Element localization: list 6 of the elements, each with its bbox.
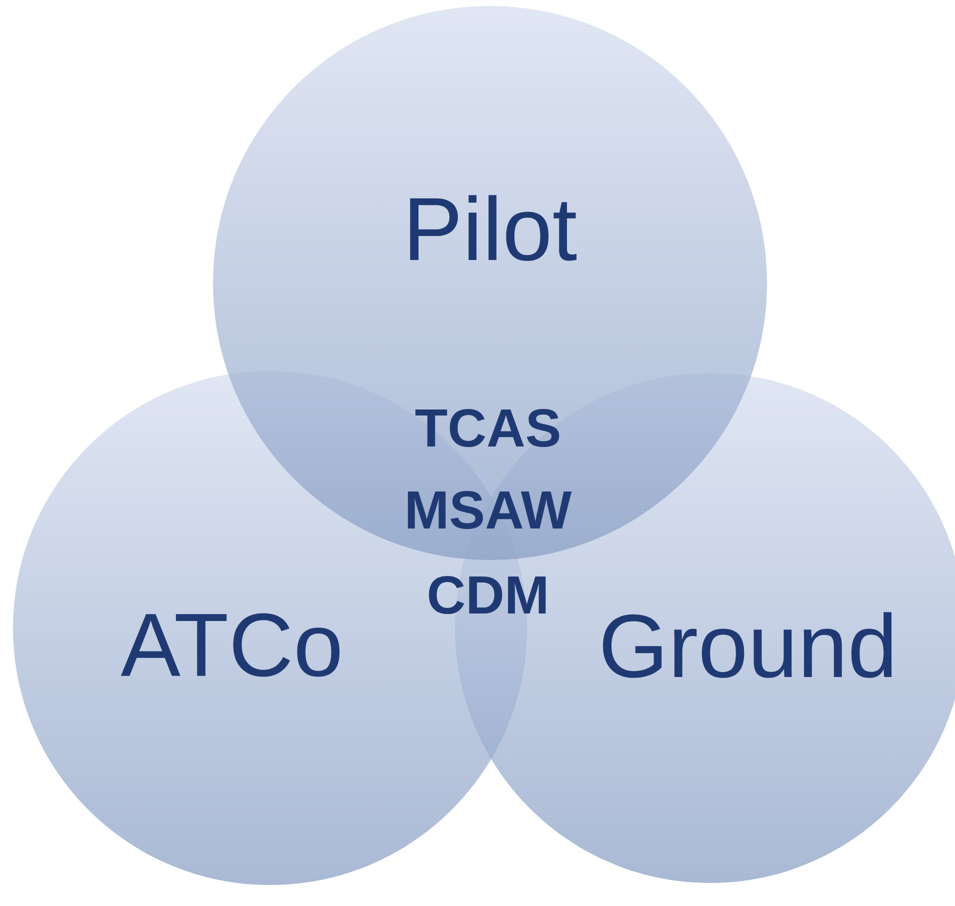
circle-label: Pilot — [410, 195, 576, 261]
overlap-label: MSAW — [408, 490, 572, 530]
overlap-label: TCAS — [415, 408, 560, 448]
overlap-label: CDM — [428, 576, 546, 614]
circle-label: Ground — [602, 612, 892, 678]
circle-label: ATCo — [120, 613, 340, 677]
